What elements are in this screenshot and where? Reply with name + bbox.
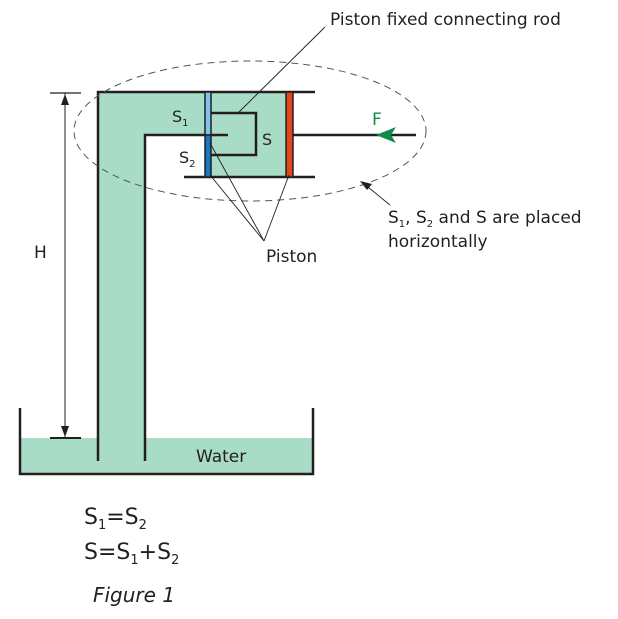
area-s1-label: S1	[172, 107, 189, 129]
tank-outline	[18, 408, 315, 476]
piston-leader-2	[209, 142, 265, 242]
piston-s2	[204, 134, 212, 178]
piston-connecting-rod	[211, 111, 258, 157]
rod-callout-label: Piston fixed connecting rod	[330, 10, 561, 30]
height-arrow-up-icon	[61, 94, 69, 105]
area-s-label: S	[262, 130, 272, 149]
tank-water	[20, 438, 313, 474]
rod-callout-leader	[237, 26, 326, 114]
horizontal-region-ellipse	[73, 60, 427, 202]
figure-caption: Figure 1	[93, 583, 175, 607]
equation-1: S1=S2	[84, 505, 147, 533]
height-arrow-down-icon	[61, 426, 69, 437]
tube-inner-wall	[143, 133, 228, 461]
piston-s	[285, 91, 294, 178]
tube-outer-wall	[96, 90, 315, 461]
piston-callout-label: Piston	[266, 247, 317, 267]
placement-note-line1: S1, S2 and S are placed	[388, 208, 582, 230]
piston-leader-1	[209, 174, 265, 242]
equation-2: S=S1+S2	[84, 540, 179, 568]
tube-water	[98, 92, 208, 461]
water-label: Water	[196, 447, 246, 467]
force-arrow-icon	[376, 127, 396, 143]
force-label: F	[372, 110, 382, 130]
placement-note-arrow-icon	[360, 181, 372, 190]
height-label: H	[34, 243, 47, 263]
area-s2-label: S2	[179, 148, 196, 170]
piston-s1	[204, 91, 212, 136]
placement-note-line2: horizontally	[388, 232, 488, 252]
piston-leader-3	[263, 174, 290, 242]
